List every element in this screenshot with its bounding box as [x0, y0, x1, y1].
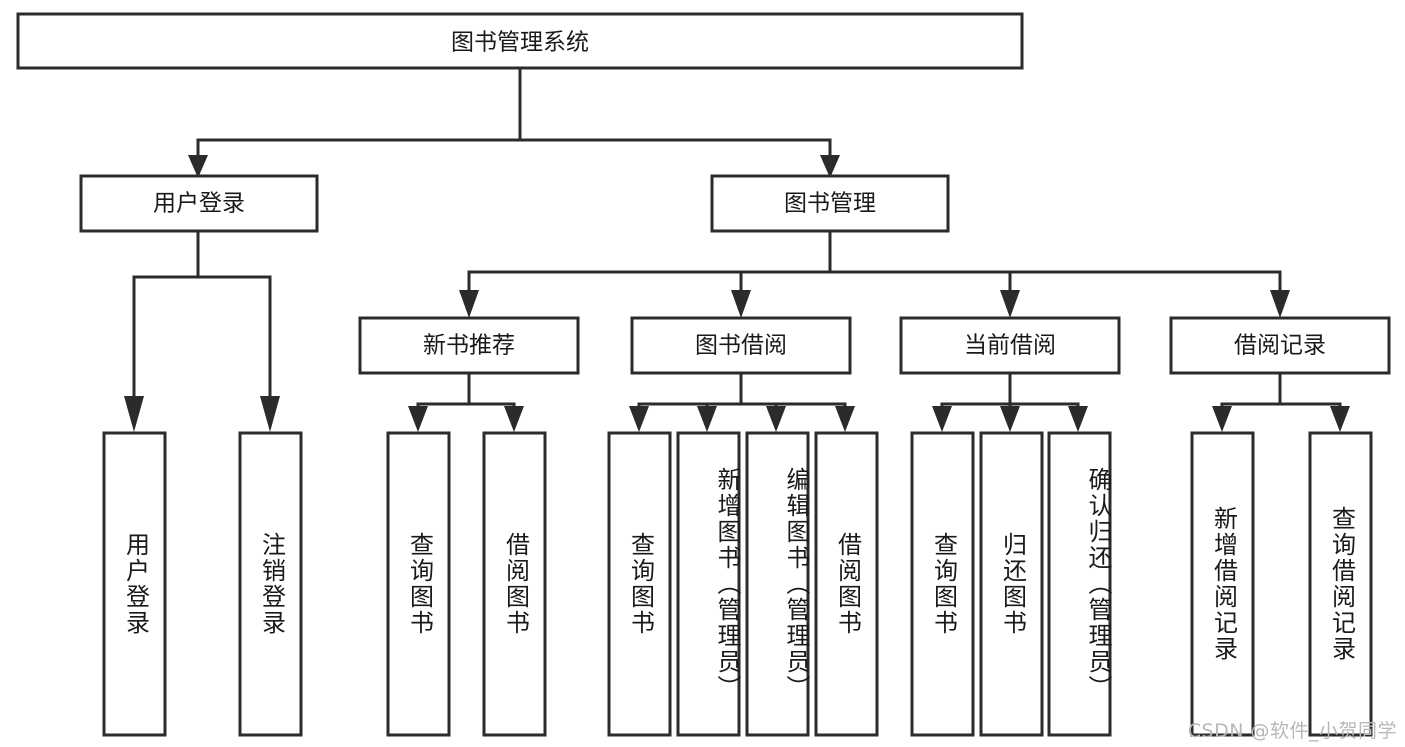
- arrowhead-leaf-add-record: [1212, 406, 1232, 432]
- node-leaf-borrow-book-1[interactable]: [482, 431, 547, 737]
- arrowhead-leaf-user-logout: [260, 396, 280, 432]
- node-user-login[interactable]: [79, 174, 319, 233]
- node-borrow-record[interactable]: [1169, 316, 1391, 375]
- node-book-borrow-label: 图书借阅: [695, 333, 787, 359]
- node-leaf-confirm-return[interactable]: [1047, 431, 1112, 737]
- node-leaf-borrow-book-2[interactable]: [814, 431, 879, 737]
- connector-layer: [124, 66, 1350, 432]
- node-leaf-query-record[interactable]: [1308, 431, 1373, 737]
- arrowhead-current-borrow: [1000, 290, 1020, 318]
- arrowhead-user-login: [188, 155, 208, 178]
- arrowhead-book-borrow: [731, 290, 751, 318]
- node-book-manage[interactable]: [710, 174, 950, 233]
- arrowhead-leaf-user-login: [124, 396, 144, 432]
- csdn-watermark: CSDN @软件_小贺同学: [1187, 720, 1397, 742]
- node-leaf-user-login[interactable]: [102, 431, 167, 737]
- arrowhead-leaf-confirm-return: [1068, 406, 1088, 432]
- node-leaf-query-book-3[interactable]: [910, 431, 975, 737]
- node-leaf-query-book-2[interactable]: [607, 431, 672, 737]
- arrowhead-leaf-edit-book: [766, 406, 786, 432]
- node-leaf-add-record[interactable]: [1190, 431, 1255, 737]
- node-user-login-label: 用户登录: [153, 191, 245, 217]
- arrowhead-leaf-add-book: [697, 406, 717, 432]
- node-root-label: 图书管理系统: [451, 30, 589, 56]
- arrowhead-borrow-record: [1270, 290, 1290, 318]
- arrowhead-leaf-query-book-2: [629, 406, 649, 432]
- arrowhead-leaf-borrow-book-1: [504, 406, 524, 432]
- arrowhead-leaf-return-book: [1000, 406, 1020, 432]
- arrowhead-leaf-query-record: [1330, 406, 1350, 432]
- node-layer: 图书管理系统 用户登录 图书管理 新书推荐 图书借阅 当前借阅 借阅记录: [16, 12, 1391, 737]
- node-book-borrow[interactable]: [630, 316, 852, 375]
- node-leaf-edit-book[interactable]: [745, 431, 810, 737]
- node-leaf-add-book[interactable]: [676, 431, 741, 737]
- arrowhead-leaf-query-book-3: [932, 406, 952, 432]
- node-current-borrow[interactable]: [899, 316, 1121, 375]
- node-borrow-record-label: 借阅记录: [1234, 333, 1326, 359]
- node-leaf-return-book[interactable]: [979, 431, 1044, 737]
- arrowhead-leaf-query-book-1: [408, 406, 428, 432]
- node-current-borrow-label: 当前借阅: [964, 333, 1056, 359]
- node-root-book-management-system[interactable]: [16, 12, 1024, 70]
- node-leaf-query-book-1[interactable]: [386, 431, 451, 737]
- node-book-manage-label: 图书管理: [784, 191, 876, 217]
- arrowhead-book-manage: [820, 155, 840, 178]
- arrowhead-leaf-borrow-book-2: [835, 406, 855, 432]
- arrowhead-new-book-recommend: [459, 290, 479, 318]
- node-leaf-user-logout[interactable]: [238, 431, 303, 737]
- node-new-book-recommend[interactable]: [358, 316, 580, 375]
- node-new-book-recommend-label: 新书推荐: [423, 333, 515, 359]
